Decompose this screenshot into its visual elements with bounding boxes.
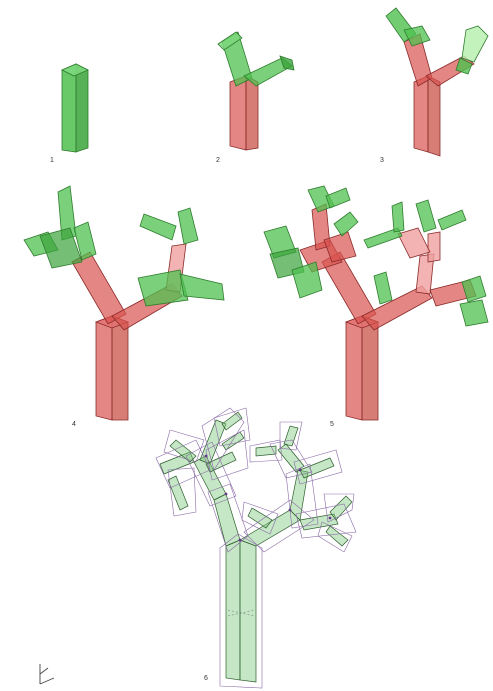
step-label-5: 5: [330, 421, 334, 428]
step-2-tree: [218, 32, 294, 150]
step-4-tree: [24, 186, 224, 420]
step-label-6: 6: [204, 675, 208, 682]
step-label-2: 2: [216, 157, 220, 164]
step-label-4: 4: [72, 421, 76, 428]
step-5-tree: [264, 186, 488, 420]
step-1-trunk: [62, 64, 88, 152]
step-label-1: 1: [50, 157, 54, 164]
axis-indicator-icon: [40, 664, 54, 684]
step-label-3: 3: [380, 157, 384, 164]
step-3-tree: [386, 8, 488, 156]
step-6-tree: [156, 408, 356, 688]
